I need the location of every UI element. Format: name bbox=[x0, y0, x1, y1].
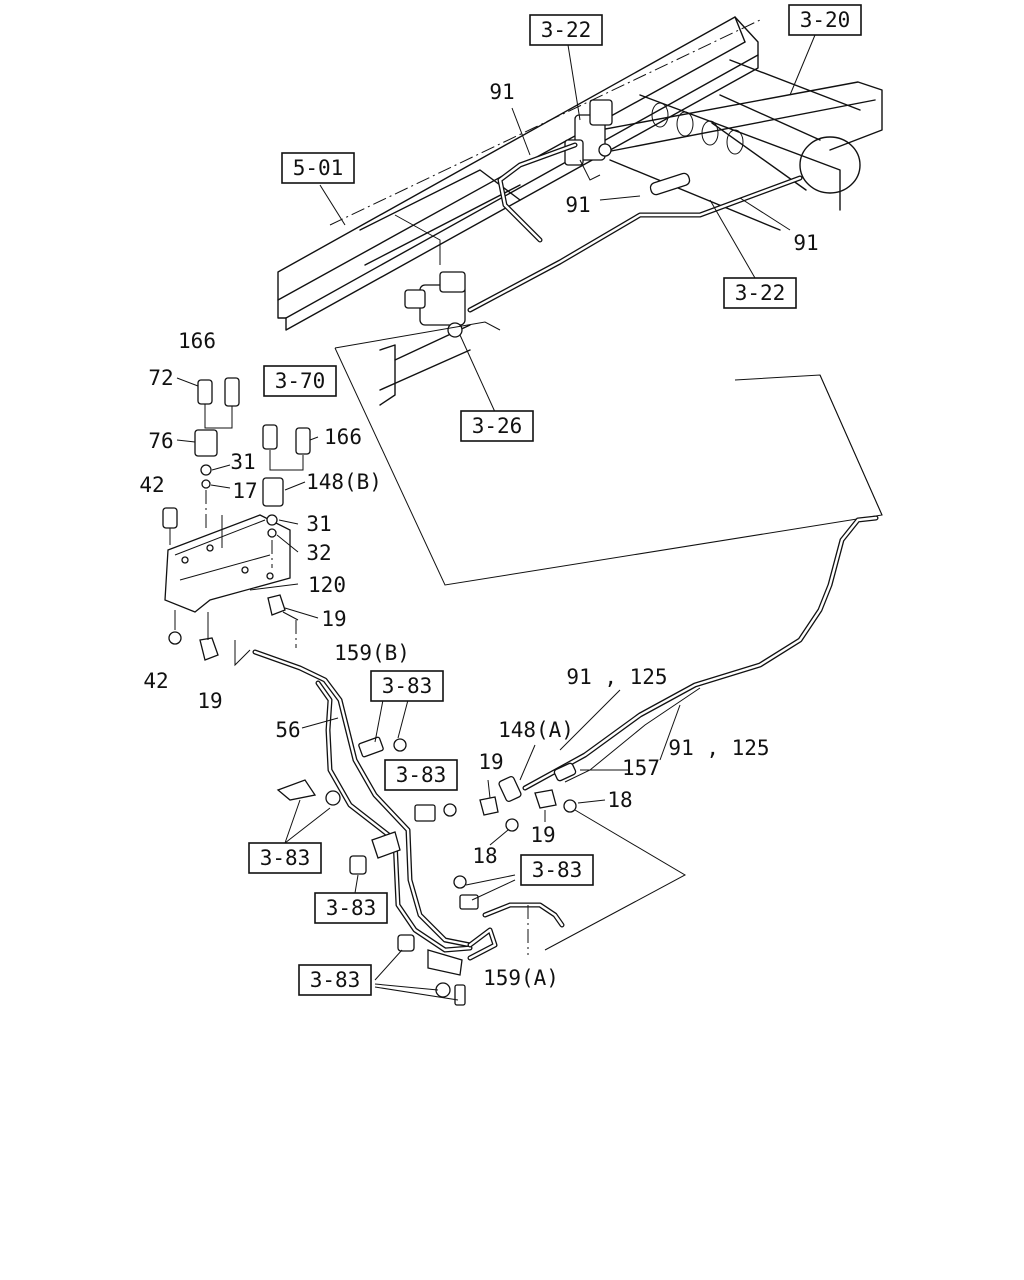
part-label-p8: 17 bbox=[232, 479, 257, 503]
part-label-p4: 166 bbox=[178, 329, 216, 353]
part-label-p12: 31 bbox=[306, 512, 331, 536]
ref-box-3-22[interactable]: 3-22 bbox=[723, 277, 797, 309]
ref-box-3-83[interactable]: 3-83 bbox=[314, 892, 388, 924]
ref-box-frame bbox=[460, 410, 534, 442]
part-label-p22: 148(A) bbox=[498, 718, 574, 742]
part-label-p19: 56 bbox=[275, 718, 300, 742]
part-label-p5: 72 bbox=[148, 366, 173, 390]
ref-box-frame bbox=[529, 14, 603, 46]
ref-box-label: 3-26 bbox=[472, 414, 523, 438]
ref-box-5-01[interactable]: 5-01 bbox=[281, 152, 355, 184]
part-label-p18: 19 bbox=[197, 689, 222, 713]
part-label-p7: 31 bbox=[230, 450, 255, 474]
ref-box-3-83[interactable]: 3-83 bbox=[248, 842, 322, 874]
ref-box-frame bbox=[248, 842, 322, 874]
part-label-p6: 76 bbox=[148, 429, 173, 453]
ref-box-3-20[interactable]: 3-20 bbox=[788, 4, 862, 36]
detail-enlargement-frame bbox=[334, 321, 883, 586]
part-label-p2: 91 bbox=[565, 193, 590, 217]
ref-box-frame bbox=[314, 892, 388, 924]
ref-box-3-26[interactable]: 3-26 bbox=[460, 410, 534, 442]
brake-valve-upper bbox=[564, 99, 613, 181]
part-label-p1: 91 bbox=[489, 80, 514, 104]
right-fittings bbox=[479, 744, 630, 846]
chassis-frame bbox=[277, 16, 883, 406]
part-label-p16: 159(B) bbox=[334, 641, 410, 665]
ref-box-3-83[interactable]: 3-83 bbox=[520, 854, 594, 886]
ref-box-frame bbox=[298, 964, 372, 996]
reference-boxes: 3-22 3-20 5-01 3-22 3-26 3-70 3-83 3-83 3-83 3-83… bbox=[248, 4, 862, 996]
part-label-p26: 19 bbox=[530, 823, 555, 847]
ref-box-label: 3-83 bbox=[326, 896, 377, 920]
part-label-p20: 91 , 125 bbox=[566, 665, 667, 689]
part-label-p24: 157 bbox=[622, 756, 660, 780]
ref-box-frame bbox=[281, 152, 355, 184]
brake-valve-lower bbox=[404, 271, 466, 338]
ref-box-3-83[interactable]: 3-83 bbox=[298, 964, 372, 996]
ref-box-label: 3-83 bbox=[382, 674, 433, 698]
ref-box-frame bbox=[723, 277, 797, 309]
ref-box-frame bbox=[788, 4, 862, 36]
part-label-p10: 148(B) bbox=[306, 470, 382, 494]
ref-box-frame bbox=[384, 759, 458, 791]
part-label-p25: 18 bbox=[607, 788, 632, 812]
ref-box-label: 3-83 bbox=[260, 846, 311, 870]
part-label-p15: 19 bbox=[321, 607, 346, 631]
ref-box-label: 3-20 bbox=[800, 8, 851, 32]
ref-box-label: 3-83 bbox=[310, 968, 361, 992]
ref-box-frame bbox=[520, 854, 594, 886]
part-label-p3: 91 bbox=[793, 231, 818, 255]
label-leader-lines bbox=[176, 377, 681, 761]
top-leader-lines bbox=[319, 34, 816, 413]
ref-box-label: 5-01 bbox=[293, 156, 344, 180]
part-label-p21: 91 , 125 bbox=[668, 736, 769, 760]
ref-box-label: 3-83 bbox=[396, 763, 447, 787]
part-label-p13: 32 bbox=[306, 541, 331, 565]
ref-box-label: 3-70 bbox=[275, 369, 326, 393]
ref-box-frame bbox=[370, 670, 444, 702]
ref-box-3-83[interactable]: 3-83 bbox=[370, 670, 444, 702]
ref-box-3-22[interactable]: 3-22 bbox=[529, 14, 603, 46]
ref-box-3-70[interactable]: 3-70 bbox=[263, 365, 337, 397]
part-label-p9: 166 bbox=[324, 425, 362, 449]
part-label-p14: 120 bbox=[308, 573, 346, 597]
ref-box-frame bbox=[263, 365, 337, 397]
chassis-pipes bbox=[467, 142, 803, 313]
clamp-parts bbox=[276, 699, 516, 1006]
part-label-p17: 42 bbox=[143, 669, 168, 693]
bracket-assembly bbox=[162, 377, 311, 661]
part-number-labels: 91919116672763117166148(B)42313212019159… bbox=[139, 80, 818, 990]
ref-box-3-83[interactable]: 3-83 bbox=[384, 759, 458, 791]
ref-box-label: 3-22 bbox=[735, 281, 786, 305]
part-label-p11: 42 bbox=[139, 473, 164, 497]
part-label-p23: 19 bbox=[478, 750, 503, 774]
ref-box-label: 3-83 bbox=[532, 858, 583, 882]
part-label-p28: 159(A) bbox=[483, 966, 559, 990]
long-brake-pipe bbox=[522, 515, 879, 791]
lower-brake-pipes bbox=[234, 620, 687, 961]
ref-box-label: 3-22 bbox=[541, 18, 592, 42]
part-label-p27: 18 bbox=[472, 844, 497, 868]
